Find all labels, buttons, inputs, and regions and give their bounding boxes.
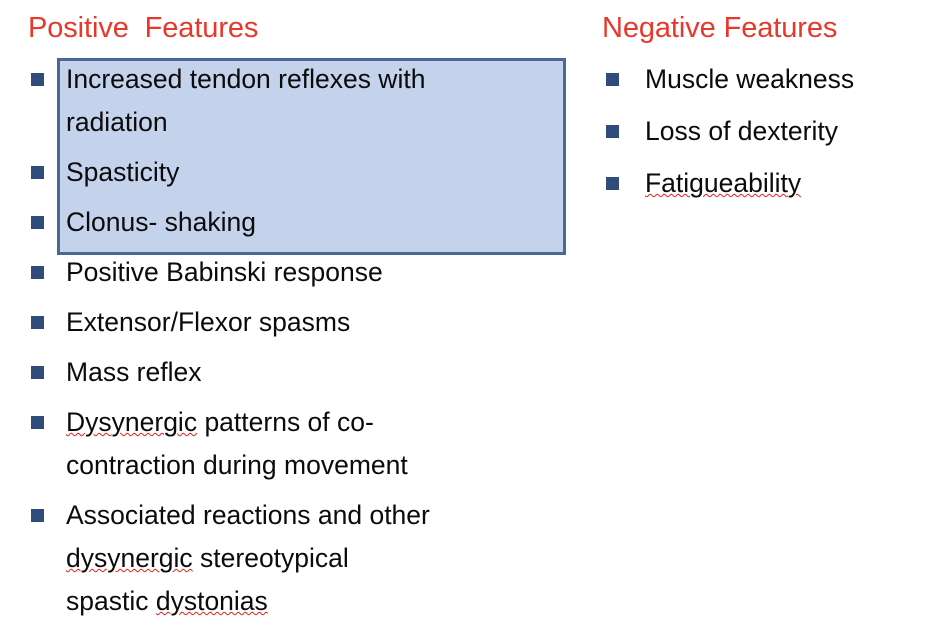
bullet-square-icon bbox=[606, 73, 619, 86]
positive-features-list: Increased tendon reflexes with radiation… bbox=[0, 58, 560, 630]
list-item: Loss of dexterity bbox=[596, 110, 926, 153]
list-item-label: Loss of dexterity bbox=[645, 116, 838, 146]
highlight-callout-box bbox=[57, 58, 566, 255]
bullet-square-icon bbox=[31, 366, 44, 379]
bullet-square-icon bbox=[606, 125, 619, 138]
list-item: Spasticity bbox=[0, 151, 560, 194]
negative-features-heading: Negative Features bbox=[602, 12, 838, 44]
list-item: Muscle weakness bbox=[596, 58, 926, 101]
list-item: Extensor/Flexor spasms bbox=[0, 301, 560, 344]
bullet-square-icon bbox=[31, 73, 44, 86]
bullet-square-icon bbox=[31, 316, 44, 329]
list-item-label: Associated reactions and other dysynergi… bbox=[66, 500, 430, 616]
misspelled-word: dysynergic bbox=[66, 543, 193, 573]
negative-features-column: Negative Features Muscle weakness Loss o… bbox=[596, 0, 930, 636]
list-item-label: Positive Babinski response bbox=[66, 257, 383, 287]
list-item: Associated reactions and other dysynergi… bbox=[0, 494, 560, 623]
list-item: Fatigueability bbox=[596, 162, 926, 205]
list-item-label: Extensor/Flexor spasms bbox=[66, 307, 351, 337]
list-item-label: Increased tendon reflexes with radiation bbox=[66, 64, 426, 137]
bullet-square-icon bbox=[31, 166, 44, 179]
bullet-square-icon bbox=[31, 416, 44, 429]
list-item-label: Mass reflex bbox=[66, 357, 202, 387]
list-item-label: Spasticity bbox=[66, 157, 180, 187]
bullet-square-icon bbox=[31, 216, 44, 229]
list-item: Increased tendon reflexes with radiation bbox=[0, 58, 560, 144]
bullet-square-icon bbox=[31, 509, 44, 522]
misspelled-word: dystonias bbox=[155, 586, 268, 616]
list-item: Mass reflex bbox=[0, 351, 560, 394]
list-item-label: Clonus- shaking bbox=[66, 207, 257, 237]
misspelled-word: Dysynergic bbox=[66, 407, 198, 437]
bullet-square-icon bbox=[606, 177, 619, 190]
list-item: Dysynergic patterns of co- contraction d… bbox=[0, 401, 560, 487]
list-item-label: Muscle weakness bbox=[645, 64, 855, 94]
list-item-label: Fatigueability bbox=[645, 162, 926, 205]
bullet-square-icon bbox=[31, 266, 44, 279]
positive-features-heading: Positive Features bbox=[28, 12, 259, 44]
list-item: Clonus- shaking bbox=[0, 201, 560, 244]
positive-features-column: Positive Features Increased tendon refle… bbox=[0, 12, 566, 630]
negative-features-list: Muscle weakness Loss of dexterity Fatigu… bbox=[596, 58, 926, 214]
list-item-label: Dysynergic patterns of co- contraction d… bbox=[66, 407, 408, 480]
misspelled-word: Fatigueability bbox=[645, 168, 802, 198]
list-item: Positive Babinski response bbox=[0, 251, 560, 294]
